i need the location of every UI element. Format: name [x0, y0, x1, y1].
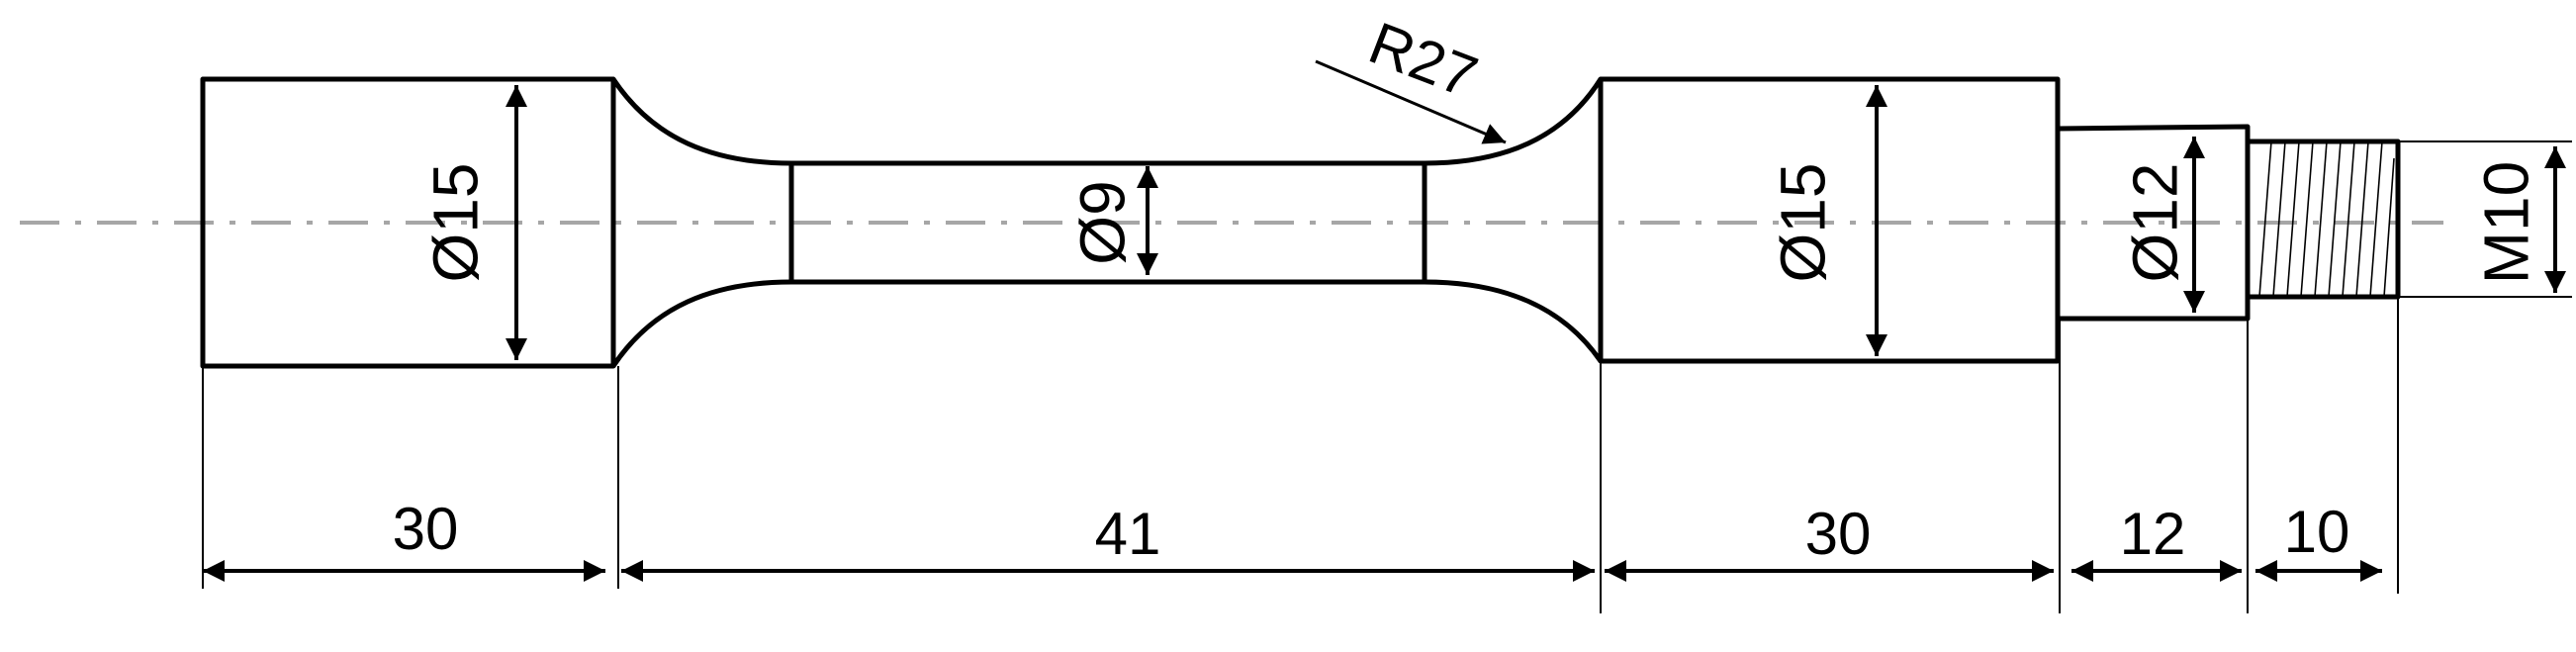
- radius-label: R27: [1360, 10, 1486, 111]
- radius-leader: [1315, 59, 1507, 144]
- length-right-label: 30: [1805, 501, 1872, 567]
- left-grip: [200, 76, 616, 369]
- right-fillet-bottom: [1424, 279, 1604, 363]
- right-grip: [1598, 76, 2061, 364]
- left-fillet-bottom: [610, 279, 792, 368]
- diameter-gauge-label: Ø9: [1066, 180, 1138, 264]
- length-gauge-label: 41: [1095, 501, 1161, 567]
- thread-section: [2245, 139, 2401, 300]
- length-left-label: 30: [393, 496, 459, 562]
- extension-lines: [202, 140, 2572, 613]
- diameter-step-label: Ø12: [2119, 163, 2190, 283]
- thread-hatching: [2258, 140, 2395, 298]
- left-fillet-top: [610, 77, 792, 166]
- gauge-section: [788, 160, 1427, 285]
- length-thread-label: 10: [2284, 499, 2350, 565]
- right-fillet-top: [1424, 77, 1604, 166]
- thread-label: M10: [2470, 161, 2541, 285]
- diameter-left-label: Ø15: [419, 163, 491, 283]
- length-step-label: 12: [2120, 501, 2186, 567]
- diameter-right-label: Ø15: [1767, 163, 1838, 283]
